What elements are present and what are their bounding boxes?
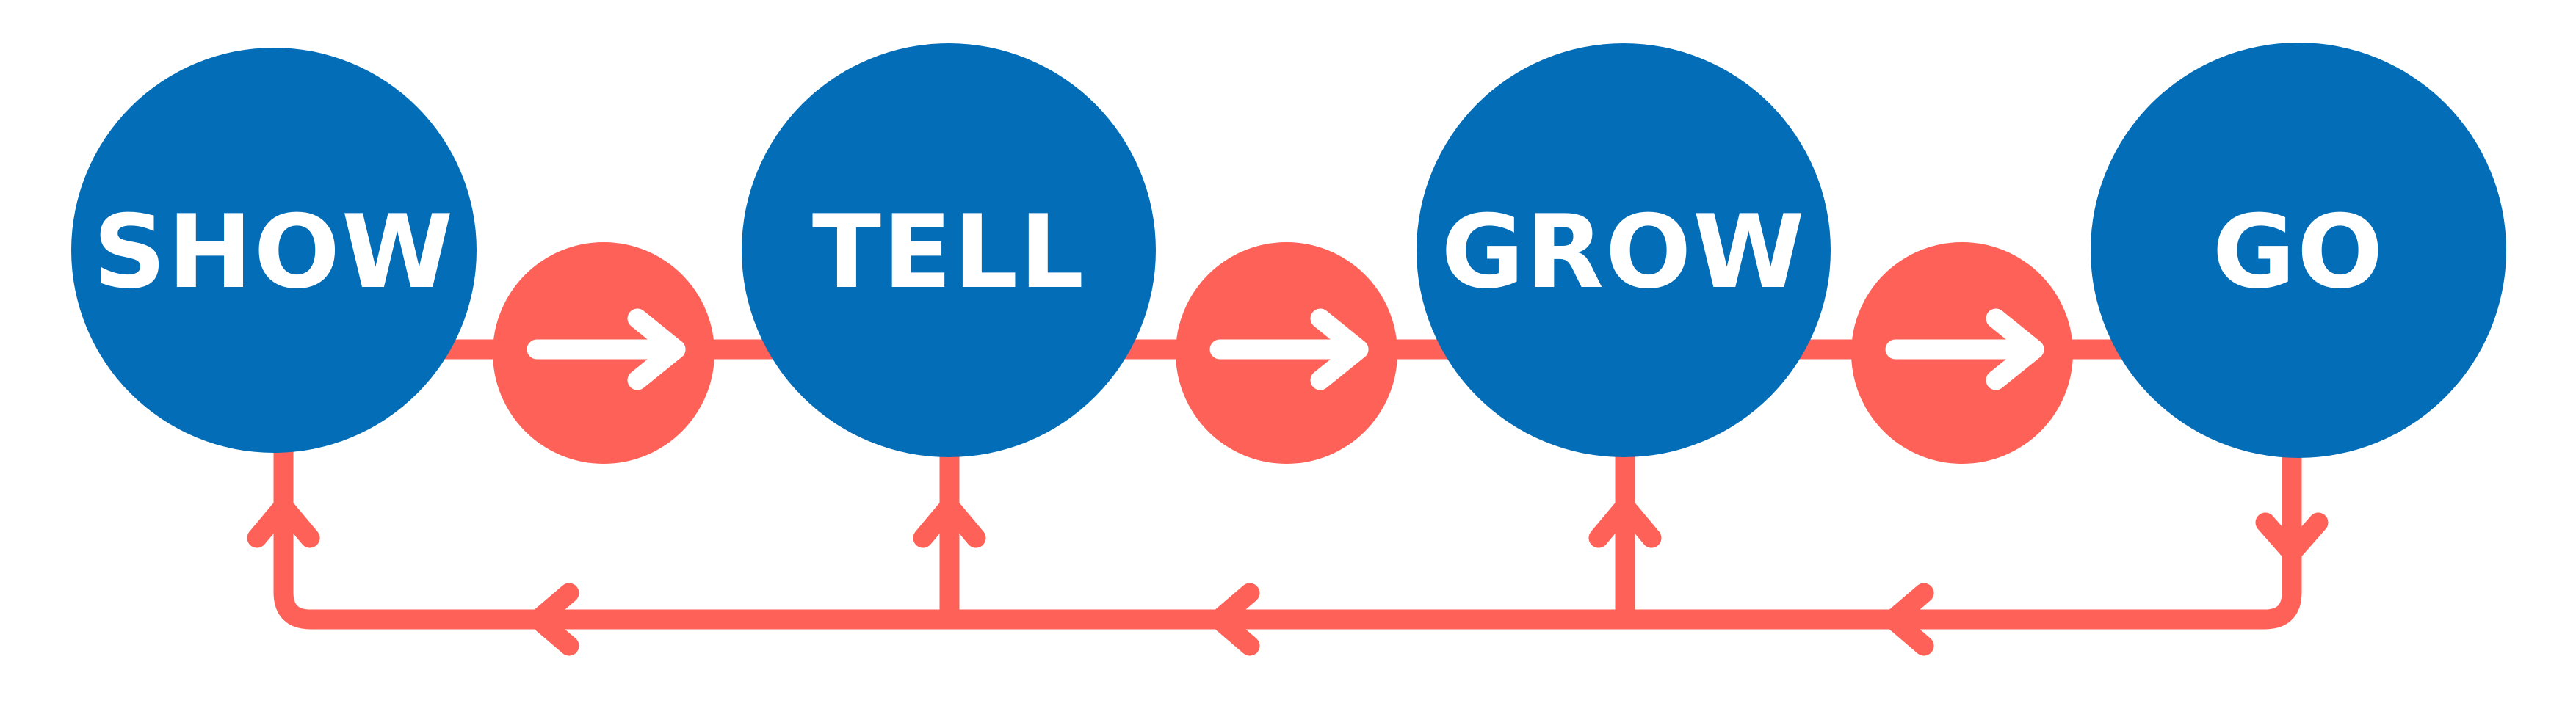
forward-connectors-layer (493, 242, 2073, 464)
forward-connector-grow-to-go (1851, 242, 2073, 464)
arrow-left-icon (528, 583, 579, 656)
arrow-up-icon (1588, 496, 1662, 548)
stage-tell: TELL (742, 43, 1156, 457)
stage-circle (742, 43, 1156, 457)
arrow-right-icon (527, 308, 686, 390)
stage-label: SHOW (93, 193, 455, 311)
stage-circle (1417, 43, 1831, 457)
stage-label: GROW (1441, 193, 1806, 311)
arrow-right-icon (1885, 308, 2044, 390)
arrow-right-icon (1209, 308, 1369, 390)
stage-circle (2091, 43, 2506, 458)
forward-connector-tell-to-grow (1176, 242, 1397, 464)
arrow-down-icon (2255, 512, 2329, 563)
stage-label: GO (2213, 193, 2385, 311)
feedback-loop-line (273, 250, 2302, 630)
arrow-head (627, 308, 686, 390)
arrow-up-icon (247, 496, 320, 548)
arrow-left-icon (1209, 583, 1260, 656)
arrow-head (1986, 308, 2044, 390)
stage-label: TELL (812, 193, 1085, 311)
stage-circle (71, 48, 477, 453)
stages-layer: SHOW TELL GROW GO (71, 43, 2506, 458)
arrow-left-icon (1883, 583, 1934, 656)
stage-grow: GROW (1417, 43, 1831, 457)
arrow-head (1310, 308, 1369, 390)
stage-show: SHOW (71, 48, 477, 453)
arrow-up-icon (913, 496, 986, 548)
stage-go: GO (2091, 43, 2506, 458)
forward-connector-show-to-tell (493, 242, 714, 464)
